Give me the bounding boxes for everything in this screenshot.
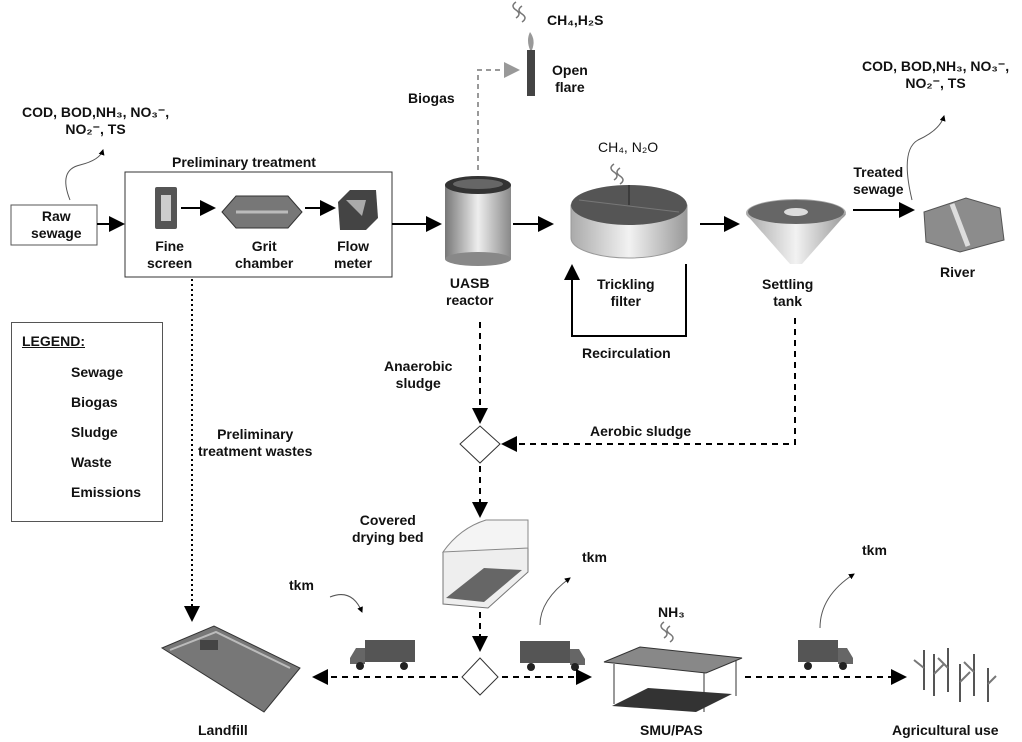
smu-pas-label: SMU/PAS — [640, 722, 703, 738]
sewage-flow — [97, 200, 915, 337]
recirculation-label: Recirculation — [582, 345, 671, 361]
fine-screen-icon — [155, 187, 177, 229]
sludge-flow — [312, 318, 907, 685]
biogas-flow — [477, 62, 520, 170]
landfill-label: Landfill — [198, 722, 248, 738]
uasb-reactor-icon — [445, 176, 511, 266]
raw-emissions-label: COD, BOD,NH₃, NO₃⁻,NO₂⁻, TS — [22, 104, 170, 137]
emission-icon — [512, 1, 674, 643]
truck-icon-landfill — [350, 640, 415, 670]
legend-sludge-text: Sludge — [71, 424, 118, 440]
legend-sewage-text: Sewage — [71, 364, 124, 380]
legend-biogas-text: Biogas — [71, 394, 118, 410]
trickling-filter-icon — [570, 185, 688, 259]
legend-title: LEGEND: — [22, 333, 85, 349]
smu-emissions-label: NH₃ — [658, 604, 685, 620]
truck-icon-agri — [798, 640, 853, 670]
legend-emissions-text: Emissions — [71, 484, 142, 500]
emission-curves — [65, 115, 946, 629]
landfill-icon — [160, 625, 301, 713]
settling-tank-icon — [746, 199, 846, 264]
river-icon — [923, 197, 1005, 253]
drying-bed-icon — [441, 519, 529, 609]
sludge-merge-diamond — [459, 425, 501, 464]
trickling-emissions-label: CH₄, N₂O — [598, 139, 659, 155]
river-emissions-label: COD, BOD,NH₃, NO₃⁻,NO₂⁻, TS — [862, 58, 1010, 91]
smu-pas-icon — [603, 646, 743, 712]
crops-icon — [913, 648, 997, 702]
agri-use-label: Agricultural use — [892, 722, 999, 738]
raw-sewage-box — [10, 204, 98, 246]
flow-meter-icon — [338, 190, 378, 230]
open-flare-icon — [527, 32, 535, 96]
river-label: River — [940, 264, 976, 280]
aerobic-sludge-label: Aerobic sludge — [590, 423, 692, 439]
biogas-flow-label: Biogas — [408, 90, 455, 106]
legend-box — [11, 322, 163, 522]
legend-waste-text: Waste — [71, 454, 112, 470]
sludge-split-diamond — [461, 657, 499, 696]
tkm-agri-label: tkm — [862, 542, 887, 558]
truck-icon-smu — [520, 641, 585, 671]
tkm-smu-label: tkm — [582, 549, 607, 565]
flare-emissions-label: CH₄,H₂S — [547, 12, 604, 28]
preliminary-treatment-title: Preliminary treatment — [172, 154, 316, 170]
tkm-landfill-label: tkm — [289, 577, 314, 593]
grit-chamber-icon — [221, 195, 303, 229]
